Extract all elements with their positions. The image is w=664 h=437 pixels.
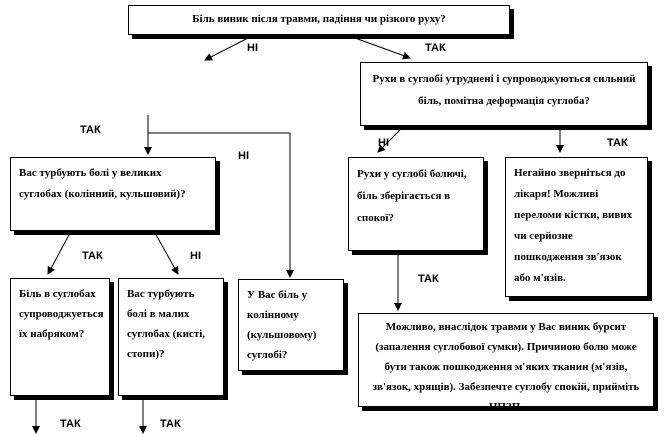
label-move-yes: ТАК — [607, 137, 628, 149]
arrow-root-yes — [354, 37, 411, 60]
node-see-doctor: Негайно зверніться до лікаря! Можливі пе… — [505, 157, 648, 297]
label-large-yes: ТАК — [82, 250, 103, 262]
node-movement: Рухи в суглобі утруднені і супроводжують… — [360, 62, 648, 126]
arrow-root-no — [204, 37, 249, 61]
label-large-no: НІ — [190, 250, 201, 262]
arrow-move-no — [377, 129, 401, 153]
arrow-large-yes — [47, 232, 71, 275]
node-knee-hip: У Вас біль у колінному (кульшовому) сугл… — [238, 279, 344, 371]
node-root: Біль виник після травми, падіння чи різк… — [128, 5, 510, 35]
node-pain-persists: Рухи у суглобі болючі, біль зберігається… — [348, 157, 484, 251]
label-root-yes: ТАК — [425, 42, 446, 54]
label-swell-yes: ТАК — [60, 418, 81, 430]
label-small-yes: ТАК — [160, 418, 181, 430]
label-root-no: НІ — [247, 42, 258, 54]
label-left-yes: ТАК — [80, 124, 101, 136]
arrow-left-no — [148, 132, 294, 278]
label-move-no: НІ — [378, 137, 389, 149]
node-large-joints: Вас турбують болі у великих суглобах (ко… — [10, 157, 216, 231]
node-swelling: Біль в суглобах супроводжуеться їх набря… — [10, 278, 110, 396]
node-small-joints: Вас турбують болі в малих суглобах (кист… — [118, 278, 224, 396]
label-left-no: НІ — [238, 150, 249, 162]
label-persist-yes: ТАК — [418, 273, 439, 285]
node-bursitis: Можливо, внаслідок травми у Вас виник бу… — [358, 313, 654, 413]
arrow-large-no — [154, 232, 179, 275]
